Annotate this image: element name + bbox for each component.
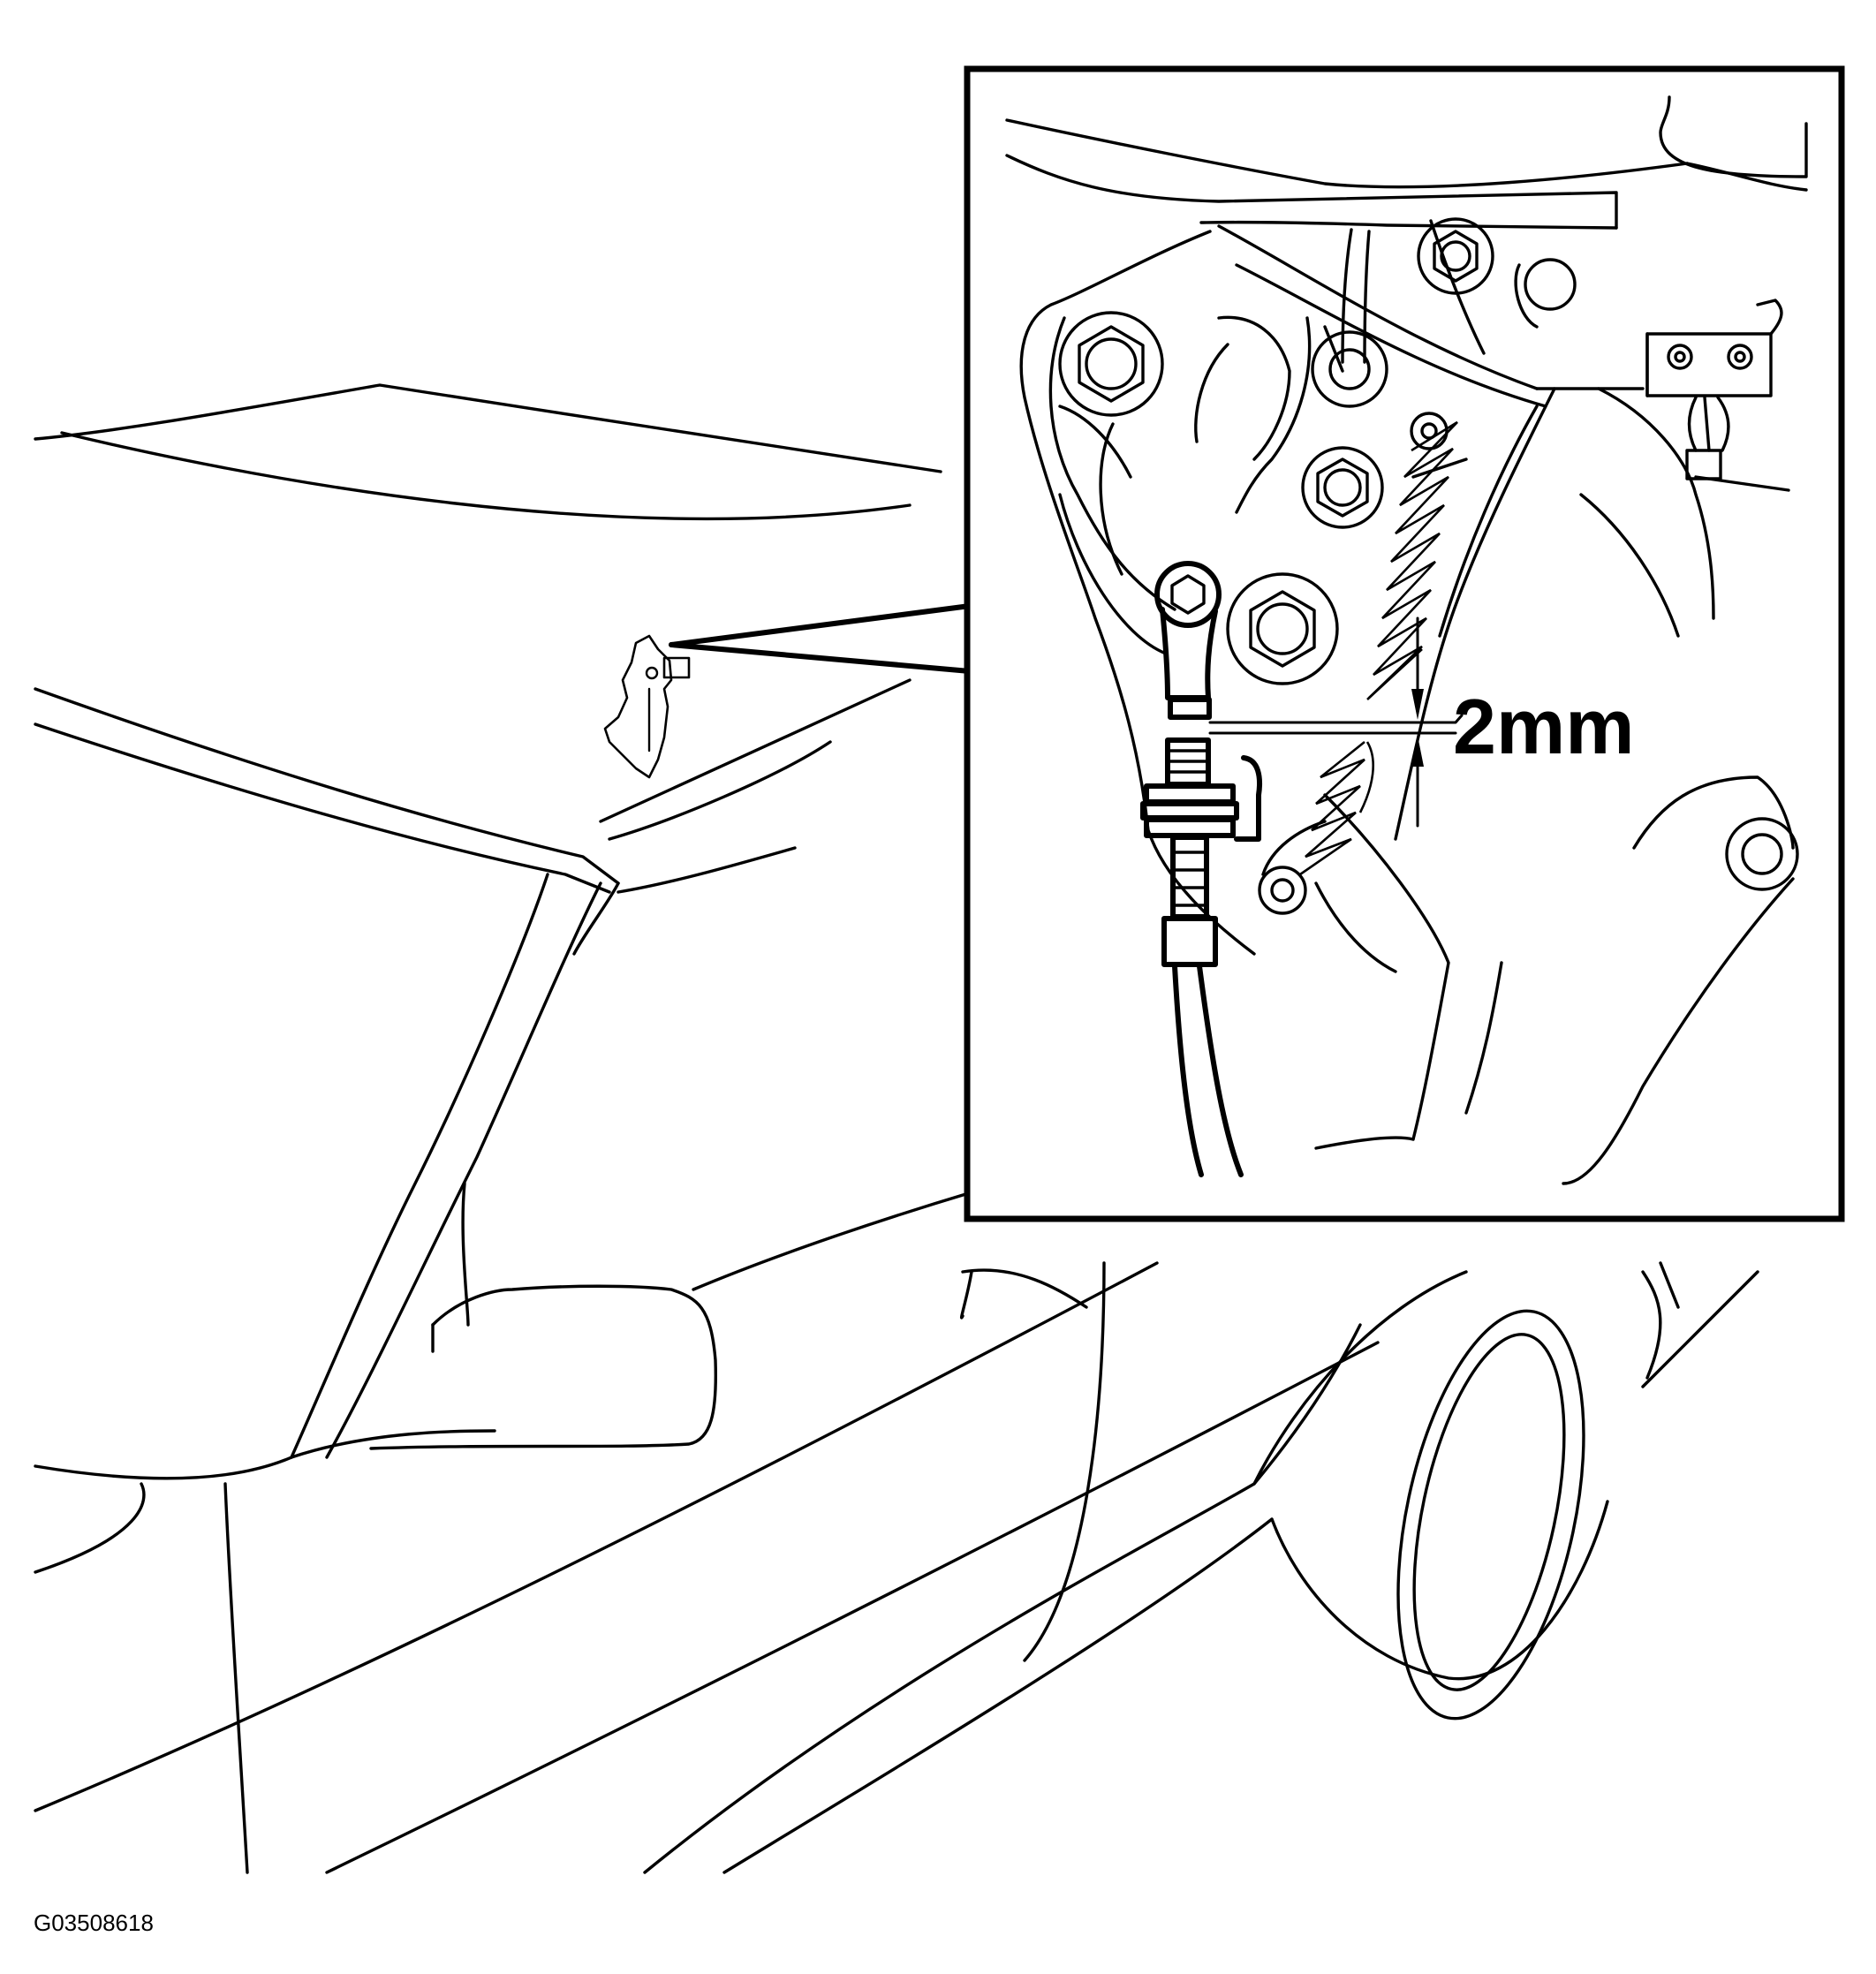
- dimension-arrow-icon: [1208, 616, 1464, 828]
- cable-assembly: [1140, 561, 1262, 1177]
- bolt-3: [1301, 446, 1384, 529]
- car-outline: [34, 383, 1759, 1874]
- lower-spring: [1299, 740, 1374, 876]
- bolt-5: [1417, 217, 1494, 295]
- pivot-small: [1410, 412, 1449, 450]
- upper-spring: [1366, 420, 1458, 700]
- bolt-1: [1058, 311, 1164, 417]
- figure-id: G03508618: [34, 1910, 154, 1936]
- round-pin: [1725, 817, 1799, 891]
- dimension-label: 2mm: [1453, 683, 1634, 770]
- bolt-4: [1226, 572, 1339, 685]
- hood-latch-icon: [603, 634, 691, 779]
- bolt-2: [1311, 330, 1388, 408]
- callout-pointer: [669, 603, 972, 674]
- detail-inset: 2mm: [964, 65, 1845, 1222]
